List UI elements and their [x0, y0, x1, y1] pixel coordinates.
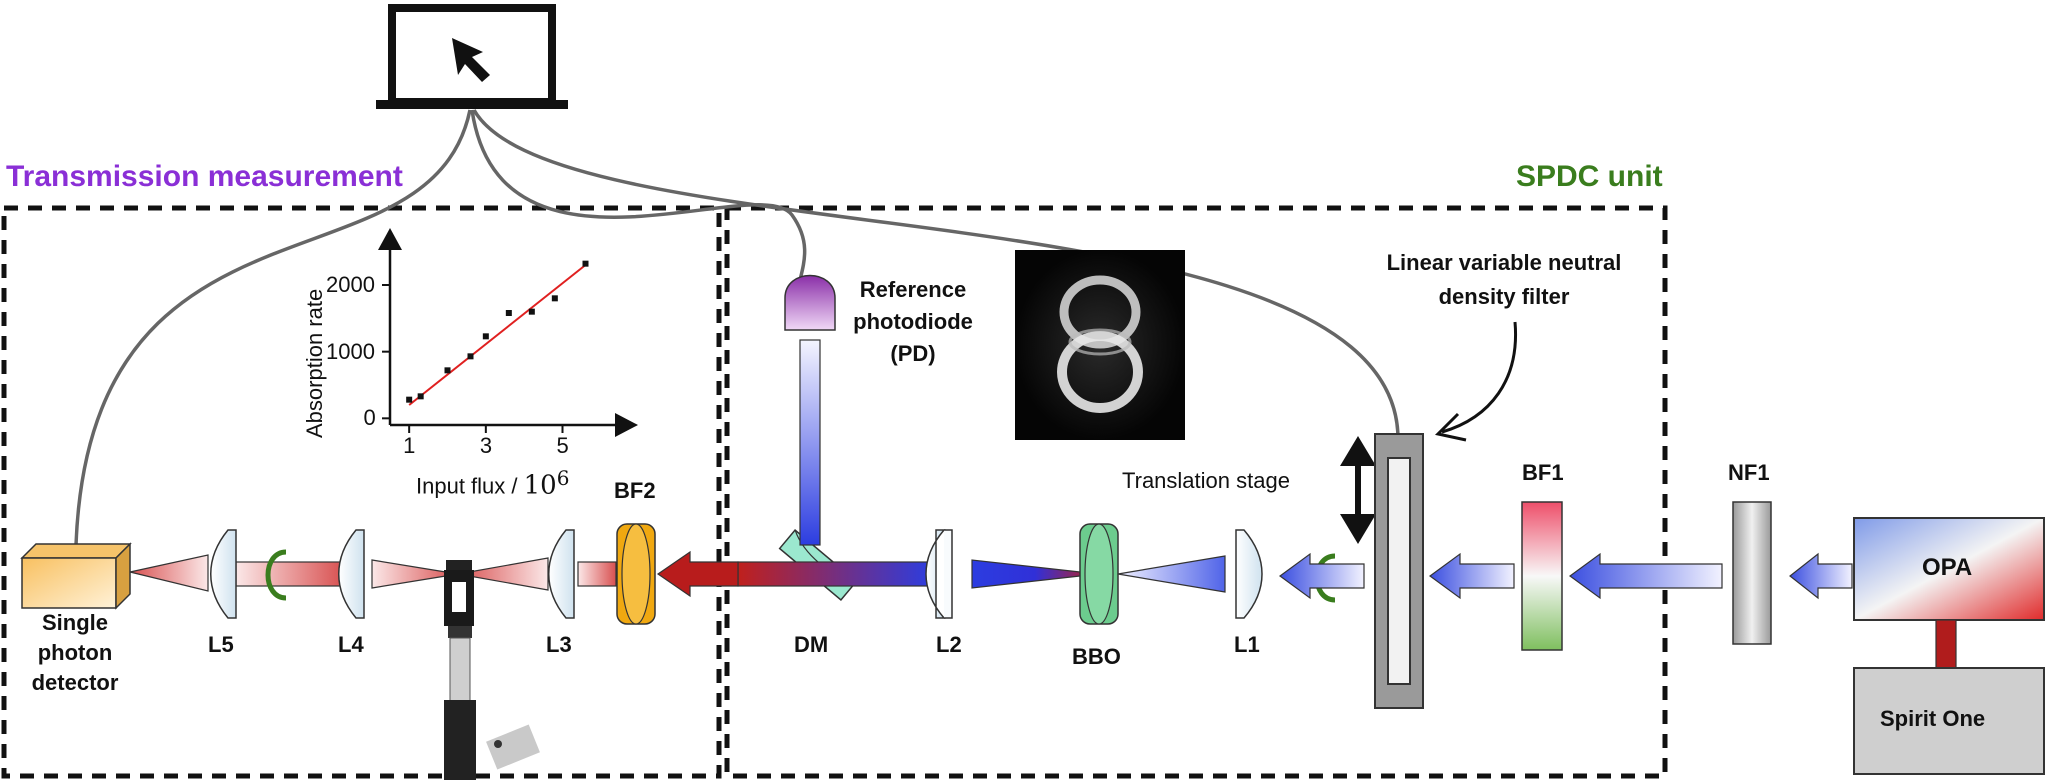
chart-point: [467, 353, 474, 360]
label-L2: L2: [936, 632, 962, 657]
absorption-chart: [378, 228, 638, 437]
beam-L5-L4: [235, 561, 345, 587]
pump-arrow-filter: [1428, 552, 1515, 600]
computer-icon: [376, 4, 568, 109]
chart-point: [528, 308, 535, 315]
chart-y-tick-label: 1000: [326, 338, 375, 364]
lvndf-pointer-arrow: [1441, 321, 1518, 434]
transmission-section-title: Transmission measurement: [6, 160, 403, 193]
label-OPA: OPA: [1922, 554, 1973, 581]
chart-point: [551, 295, 558, 302]
polarization-icon-left: [265, 549, 287, 601]
label-BF1: BF1: [1522, 460, 1564, 485]
cables: [74, 109, 1400, 546]
reference-photodiode: [784, 274, 836, 331]
detector-label-line2: photon: [37, 640, 113, 665]
label-DM: DM: [794, 632, 829, 657]
chart-point: [482, 333, 489, 340]
pump-arrow-NF1: [1789, 552, 1853, 600]
detector-label-line3: detector: [31, 670, 119, 695]
label-L4: L4: [338, 632, 364, 657]
photodiode-label-line1: Reference: [859, 277, 967, 302]
chart-y-arrowhead: [378, 228, 402, 250]
lvndf-label-line1: Linear variable neutral: [1386, 250, 1622, 275]
translation-stage-arrow: [1340, 436, 1376, 544]
spirit-one-box: [1853, 667, 2045, 775]
beam-DM-L2: [737, 561, 933, 587]
lens-L4: [338, 529, 365, 619]
beam-DM-PD: [799, 339, 821, 546]
lvndf-label: Linear variable neutral density filter: [1354, 246, 1654, 314]
photodiode-label-line3: (PD): [890, 341, 936, 366]
photodiode-label: Reference photodiode (PD): [848, 274, 978, 370]
beam-L3-BF2: [577, 561, 617, 587]
detector-label-line1: Single: [41, 610, 108, 635]
translation-stage-label: Translation stage: [1122, 468, 1290, 493]
chart-x-tick-label: 1: [403, 433, 416, 458]
filter-BF2: [616, 523, 656, 625]
crystal-BBO: [1079, 523, 1119, 625]
sample-holder-icon: [444, 560, 540, 780]
detector-label: Single photon detector: [10, 608, 140, 698]
label-L3: L3: [546, 632, 572, 657]
label-BBO: BBO: [1072, 644, 1121, 669]
spdc-box: [724, 205, 1668, 779]
label-spirit-one: Spirit One: [1880, 706, 1986, 731]
beam-BBO-L1: [1117, 555, 1226, 593]
label-BF2: BF2: [614, 478, 656, 503]
lens-L1: [1235, 529, 1263, 619]
linear-variable-nd-filter: [1374, 433, 1424, 709]
chart-point: [406, 396, 413, 403]
lens-L5: [210, 529, 237, 619]
chart-x-arrowhead: [615, 413, 638, 437]
lens-L2: [925, 529, 946, 619]
beam-L2-BBO: [971, 559, 1099, 589]
chart-x-tick-label: 3: [479, 433, 493, 458]
beam-L4-L3-left: [371, 559, 459, 589]
photodiode-label-line2: photodiode: [853, 309, 973, 334]
filter-BF1: [1521, 501, 1563, 651]
chart-y-tick-label: 2000: [326, 272, 375, 297]
chart-x-label-math: 10: [523, 470, 557, 501]
chart-x-label-exp: 6: [556, 466, 570, 490]
lens-L3: [548, 529, 575, 619]
chart-x-label: Input flux / 106: [416, 466, 569, 500]
chart-x-label-text: Input flux /: [416, 473, 524, 499]
chart-point: [444, 367, 451, 374]
opa-connector: [1935, 619, 1957, 669]
transmission-box: [1, 205, 722, 779]
label-NF1: NF1: [1728, 460, 1770, 485]
spdc-section-title: SPDC unit: [1516, 160, 1663, 193]
chart-y-label: Absorption rate: [302, 288, 327, 438]
chart-point: [505, 310, 512, 316]
label-L1: L1: [1234, 632, 1260, 657]
filter-NF1: [1732, 501, 1772, 645]
spdc-ring-image: [1015, 250, 1185, 440]
label-L5: L5: [208, 632, 234, 657]
chart-point: [582, 260, 589, 267]
beam-detector-L5: [129, 554, 209, 592]
opa-box: [1853, 517, 2045, 621]
lvndf-label-line2: density filter: [1438, 284, 1570, 309]
red-arrow-to-BF2: [656, 550, 739, 598]
chart-point: [417, 393, 424, 400]
pump-arrow-L1: [1278, 552, 1365, 600]
chart-y-tick-label: 0: [363, 405, 376, 431]
chart-x-tick-label: 5: [556, 433, 569, 458]
chart-fit-line: [408, 264, 587, 406]
single-photon-detector: [20, 542, 132, 610]
pump-arrow-BF1: [1568, 552, 1723, 600]
